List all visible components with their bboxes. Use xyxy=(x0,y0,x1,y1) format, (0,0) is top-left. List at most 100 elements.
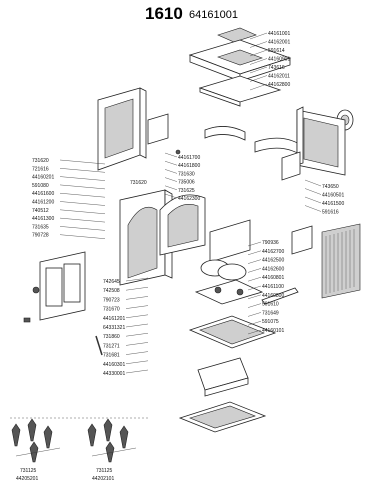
leader-line xyxy=(59,159,106,165)
leader-line xyxy=(125,323,149,328)
part-callout: 44162001 xyxy=(268,40,290,46)
leader-line xyxy=(247,285,262,291)
leg-set-subcode: 44202101 xyxy=(92,476,114,482)
part-callout: 591075 xyxy=(262,319,279,325)
part-callout: 591080 xyxy=(32,183,49,189)
part-callout: 64331321 xyxy=(103,325,125,331)
rear-grate-panel xyxy=(321,223,361,299)
loading-door xyxy=(32,251,86,321)
part-callout: 44160901 xyxy=(268,57,290,63)
part-callout: 743650 xyxy=(322,184,339,190)
leader-line xyxy=(249,83,268,91)
leader-line xyxy=(164,185,178,190)
leader-line xyxy=(304,179,322,187)
part-callout: 44161100 xyxy=(262,284,284,290)
leader-line xyxy=(125,314,149,318)
leader-line xyxy=(164,177,178,182)
part-callout: 44160301 xyxy=(103,362,125,368)
part-callout: 44161001 xyxy=(268,31,290,37)
part-callout: 44162700 xyxy=(262,249,284,255)
part-callout: 44161200 xyxy=(32,200,54,206)
ash-pan-frame xyxy=(188,315,277,349)
part-callout: 44160801 xyxy=(262,275,284,281)
leader-line xyxy=(125,305,149,309)
leader-line xyxy=(59,184,106,190)
fastener-top xyxy=(175,149,181,155)
leader-line xyxy=(247,329,262,335)
right-small-plate xyxy=(281,151,301,181)
part-callout: 44161800 xyxy=(178,163,200,169)
leg-set-code: 731125 xyxy=(20,468,37,474)
leader-line xyxy=(164,152,178,158)
firebrick-side xyxy=(209,219,251,263)
grate-tray xyxy=(194,279,264,305)
part-callout: 44161201 xyxy=(103,316,125,322)
part-callout: 790936 xyxy=(262,240,279,246)
leader-line xyxy=(247,241,262,247)
part-callout: 44160501 xyxy=(322,193,344,199)
leader-line xyxy=(125,342,149,346)
leader-line xyxy=(249,32,268,40)
part-callout: 731635 xyxy=(32,224,49,230)
baffle-curved-left xyxy=(204,126,246,141)
part-callout: 44330001 xyxy=(103,371,125,377)
part-callout: 44162011 xyxy=(268,74,290,80)
part-callout: 731620 xyxy=(130,180,147,186)
leg-set-left xyxy=(11,418,61,463)
part-callout: 44162600 xyxy=(262,266,284,272)
left-side-panel xyxy=(97,87,147,171)
right-side-panel xyxy=(296,106,346,176)
hinge-pin xyxy=(23,317,31,323)
leader-line xyxy=(247,268,262,273)
leg-set-right xyxy=(87,418,137,463)
leader-line xyxy=(59,168,106,173)
part-callout: 44161500 xyxy=(322,201,344,207)
part-callout: 44160800 xyxy=(262,293,284,299)
leader-line xyxy=(249,41,268,48)
leader-line xyxy=(304,205,322,212)
part-callout: 44162800 xyxy=(268,82,290,88)
part-callout: 731670 xyxy=(103,307,120,313)
top-small-plate xyxy=(217,27,257,43)
grate-side-plate xyxy=(291,225,313,255)
leader-line xyxy=(125,360,149,364)
part-callout: 44162500 xyxy=(262,258,284,264)
part-callout: 735006 xyxy=(178,180,195,186)
leader-line xyxy=(247,294,262,299)
leader-line xyxy=(247,259,262,264)
rod-part xyxy=(95,335,103,356)
part-callout: 731620 xyxy=(32,158,49,164)
part-callout: 790728 xyxy=(32,233,49,239)
bottom-base xyxy=(178,401,267,433)
leader-line xyxy=(59,217,106,223)
leg-set-code: 731125 xyxy=(96,468,113,474)
side-rail xyxy=(261,287,299,305)
part-callout: 44160101 xyxy=(262,328,284,334)
leader-line xyxy=(164,193,178,199)
part-callout: 44161300 xyxy=(32,216,54,222)
parts-drawing xyxy=(10,27,361,463)
callout-labels: 4416100144162001591614441609017436164416… xyxy=(16,31,344,482)
leader-line xyxy=(247,321,262,326)
leader-line xyxy=(59,234,106,239)
ash-pan xyxy=(197,357,249,397)
leader-line xyxy=(125,369,149,374)
firebox-arch xyxy=(159,194,206,256)
part-callout: 591616 xyxy=(322,210,339,216)
leader-line xyxy=(247,277,262,282)
leader-line xyxy=(247,250,262,255)
leader-line xyxy=(125,277,149,282)
part-callout: 591610 xyxy=(262,302,279,308)
leg-set-subcode: 44205201 xyxy=(16,476,38,482)
model-code: 64161001 xyxy=(189,9,238,21)
part-callout: 740512 xyxy=(32,208,49,214)
top-support-plate xyxy=(198,75,282,103)
part-callout: 742645 xyxy=(103,279,120,285)
leader-line xyxy=(59,176,106,181)
leader-line xyxy=(249,66,268,74)
part-callout: 731681 xyxy=(103,353,120,359)
part-callout: 731271 xyxy=(103,343,120,349)
model-number: 1610 xyxy=(145,4,183,23)
leader-line xyxy=(249,75,268,82)
